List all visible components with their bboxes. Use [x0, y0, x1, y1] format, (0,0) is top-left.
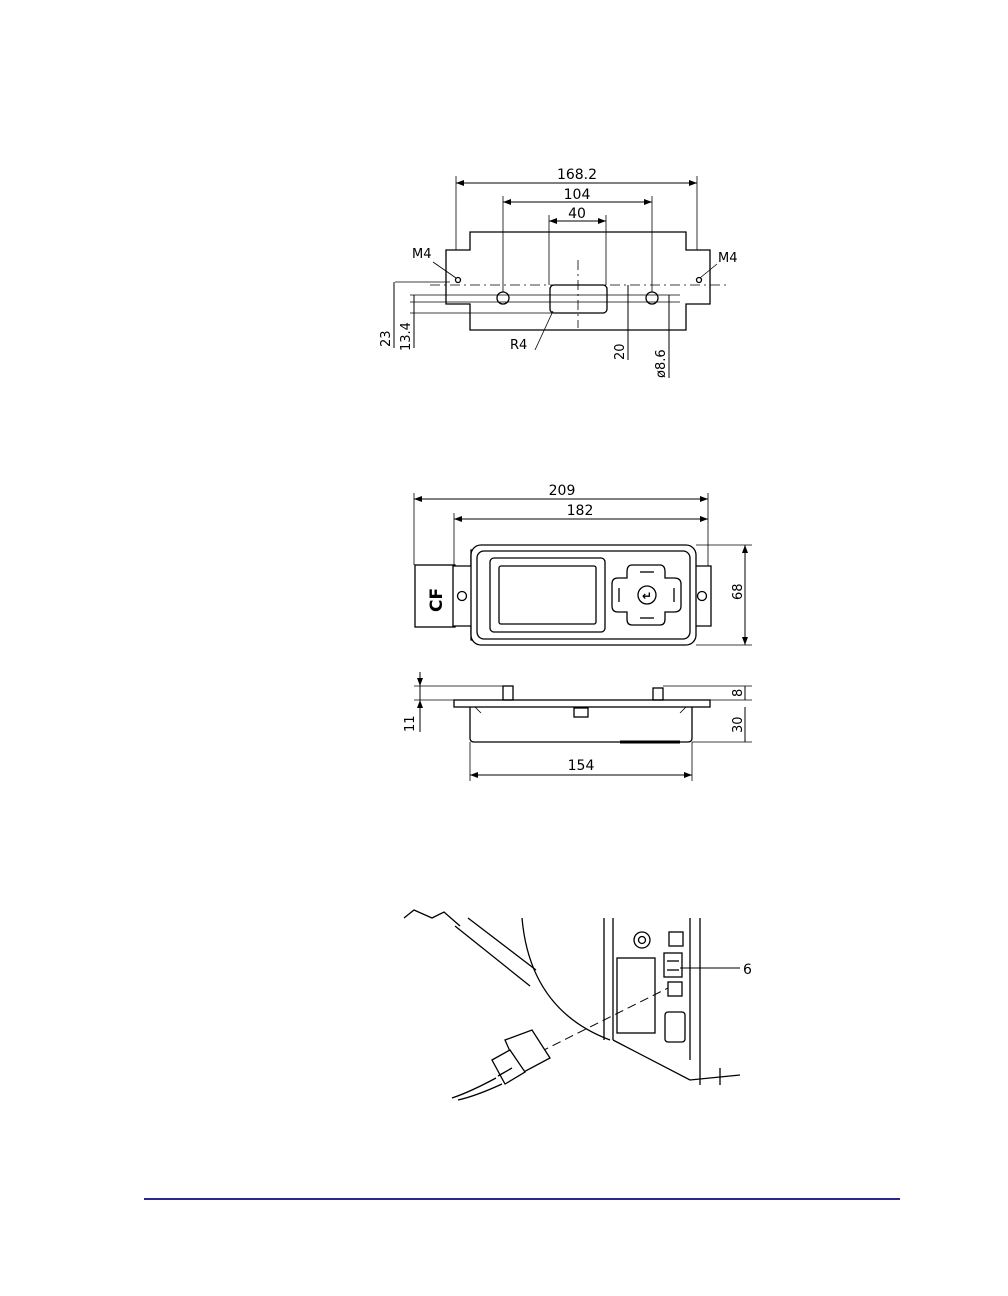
dim-hole-spacing: 104	[564, 187, 591, 203]
dim-height-outer: 23	[379, 330, 394, 347]
dim-hole-diameter: ø8.6	[654, 349, 669, 378]
connection-drawing	[404, 910, 740, 1100]
label-thread-right: M4	[718, 251, 738, 266]
dim-base-width: 154	[568, 758, 595, 774]
callout-number: 6	[743, 962, 752, 978]
dim-window-height: 20	[613, 343, 628, 360]
dim-total-width: 209	[549, 483, 576, 499]
side-arrowheads	[417, 678, 692, 778]
dim-offset: 11	[403, 715, 418, 732]
cutout-drawing	[394, 176, 730, 378]
label-radius: R4	[510, 338, 527, 353]
label-card-slot: CF	[427, 588, 447, 612]
dim-height: 68	[731, 583, 746, 600]
panel-front-view	[415, 545, 711, 645]
panel-side-view	[454, 686, 710, 742]
dim-overall-width: 168.2	[557, 167, 597, 183]
dim-body-width: 182	[567, 503, 594, 519]
dim-window-width: 40	[568, 206, 586, 222]
label-thread-left: M4	[412, 247, 432, 262]
dim-depth: 30	[731, 716, 746, 733]
key-enter-symbol: ↵	[642, 589, 652, 603]
dim-height-inner: 13.4	[399, 322, 414, 351]
footer-rule	[144, 1198, 900, 1200]
dim-flange-height: 8	[731, 689, 746, 697]
